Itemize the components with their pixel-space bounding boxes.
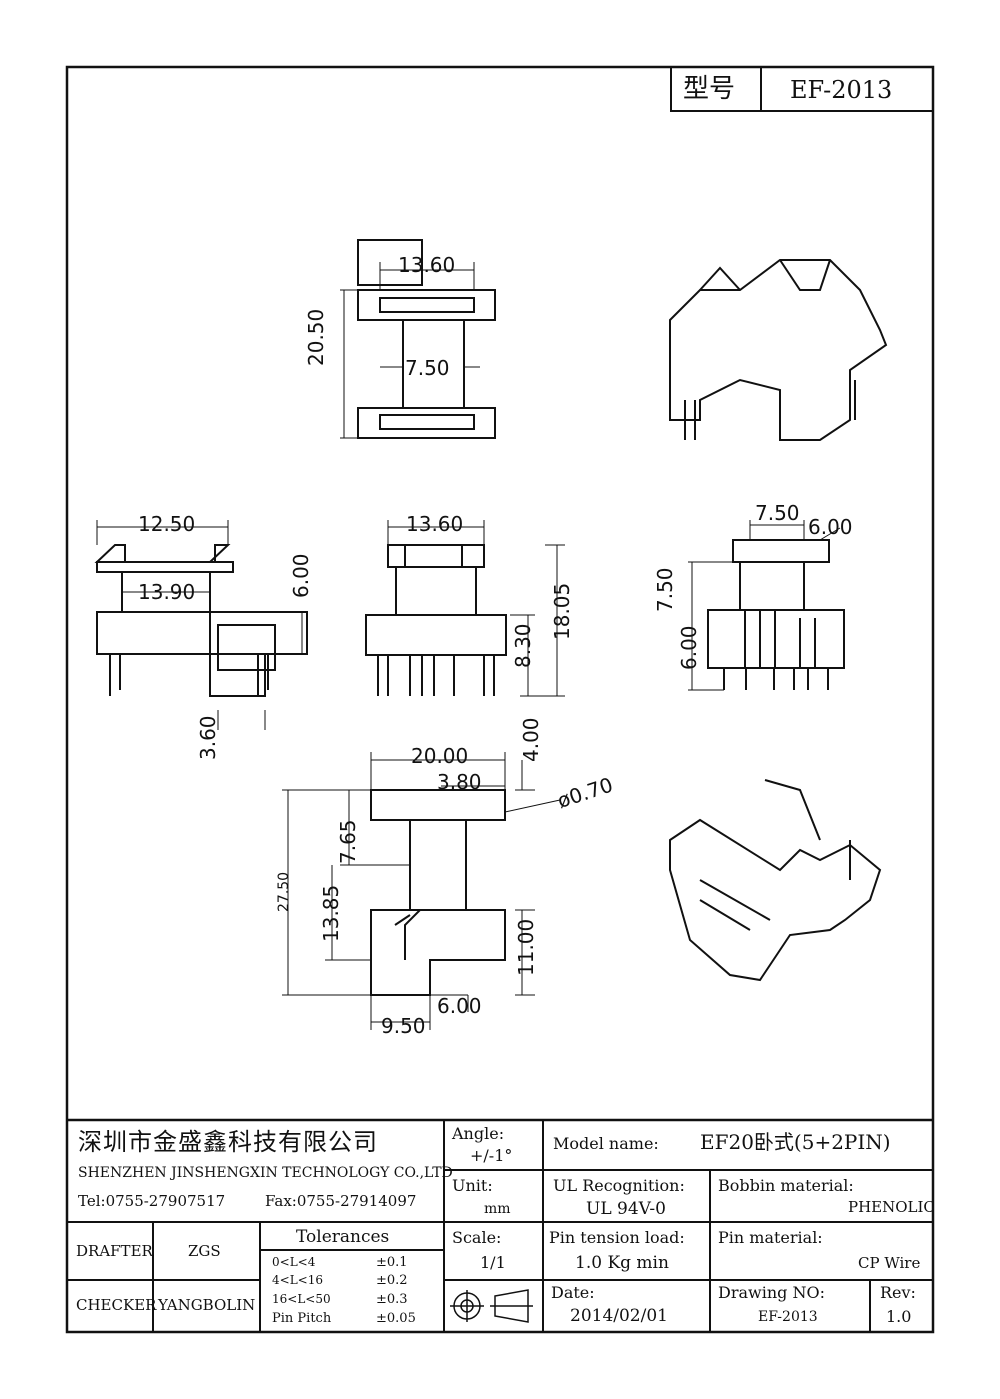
dim-a: 13.60 <box>398 253 456 277</box>
dim-m: 7.50 <box>755 501 800 525</box>
pin-material-label: Pin material: <box>718 1228 823 1247</box>
ul-value: UL 94V-0 <box>586 1199 666 1219</box>
dim-c: 7.50 <box>405 356 450 380</box>
dim-s: 4.00 <box>519 717 543 762</box>
dim-q: 3.80 <box>437 770 482 794</box>
dim-r: 20.00 <box>411 744 469 768</box>
dim-k: 7.50 <box>653 567 677 612</box>
drafter-label: DRAFTER <box>76 1242 153 1260</box>
pin-tension-value: 1.0 Kg min <box>575 1253 669 1273</box>
company-fax: Fax:0755-27914097 <box>265 1192 417 1210</box>
tolerance-value: ±0.3 <box>376 1292 408 1307</box>
pin-tension-label: Pin tension load: <box>549 1228 685 1247</box>
drawing-no-label: Drawing NO: <box>718 1283 825 1302</box>
scale-label: Scale: <box>452 1228 502 1247</box>
tolerance-value: ±0.1 <box>376 1255 408 1270</box>
tolerance-range: 0<L<4 <box>272 1255 316 1269</box>
dim-u: 9.50 <box>381 1014 426 1038</box>
model-number: EF-2013 <box>790 76 893 104</box>
date-value: 2014/02/01 <box>570 1306 668 1326</box>
drawing-no-value: EF-2013 <box>758 1309 818 1325</box>
dim-f: 6.00 <box>289 553 313 598</box>
date-label: Date: <box>551 1283 595 1302</box>
tolerance-range: Pin Pitch <box>272 1311 332 1326</box>
model-label: 型号 <box>683 74 736 104</box>
dim-p: 7.65 <box>336 819 360 864</box>
company-name-cn: 深圳市金盛鑫科技有限公司 <box>78 1128 378 1156</box>
dim-x: 27.50 <box>276 871 292 912</box>
tolerance-range: 4<L<16 <box>272 1273 323 1287</box>
dim-l: 6.00 <box>677 625 701 670</box>
checker-value: YANGBOLIN <box>158 1296 256 1314</box>
bobbin-label: Bobbin material: <box>718 1176 854 1195</box>
dim-o: 13.85 <box>319 884 343 942</box>
bobbin-value: PHENOLIC <box>848 1198 935 1216</box>
drafter-value: ZGS <box>188 1242 221 1260</box>
rev-label: Rev: <box>880 1283 916 1302</box>
angle-label: Angle: <box>452 1124 505 1143</box>
dim-h: 13.60 <box>406 512 464 536</box>
checker-label: CHECKER <box>76 1296 157 1314</box>
dim-j: 18.05 <box>550 582 574 640</box>
angle-value: +/-1° <box>470 1146 513 1165</box>
dim-d: 12.50 <box>138 512 196 536</box>
company-tel: Tel:0755-27907517 <box>78 1192 226 1210</box>
rev-value: 1.0 <box>886 1307 912 1326</box>
dim-e: 13.90 <box>138 580 196 604</box>
tolerance-value: ±0.2 <box>376 1273 408 1288</box>
dim-i: 8.30 <box>511 623 535 668</box>
model-name-value: EF20卧式(5+2PIN) <box>700 1130 891 1154</box>
unit-label: Unit: <box>452 1176 493 1195</box>
unit-value: mm <box>484 1201 511 1217</box>
dim-g: 3.60 <box>196 715 220 760</box>
dim-w: 11.00 <box>514 918 538 976</box>
company-name-en: SHENZHEN JINSHENGXIN TECHNOLOGY CO.,LTD <box>78 1165 453 1181</box>
dim-v: 6.00 <box>437 994 482 1018</box>
model-name-label: Model name: <box>553 1134 659 1153</box>
tolerances-title: Tolerances <box>296 1227 390 1247</box>
pin-material-value: CP Wire <box>858 1254 921 1272</box>
tolerance-value: ±0.05 <box>376 1311 416 1326</box>
ul-label: UL Recognition: <box>553 1176 685 1195</box>
scale-value: 1/1 <box>480 1253 506 1272</box>
dim-n: 6.00 <box>808 515 853 539</box>
tolerance-range: 16<L<50 <box>272 1292 331 1306</box>
dim-b: 20.50 <box>304 308 328 366</box>
